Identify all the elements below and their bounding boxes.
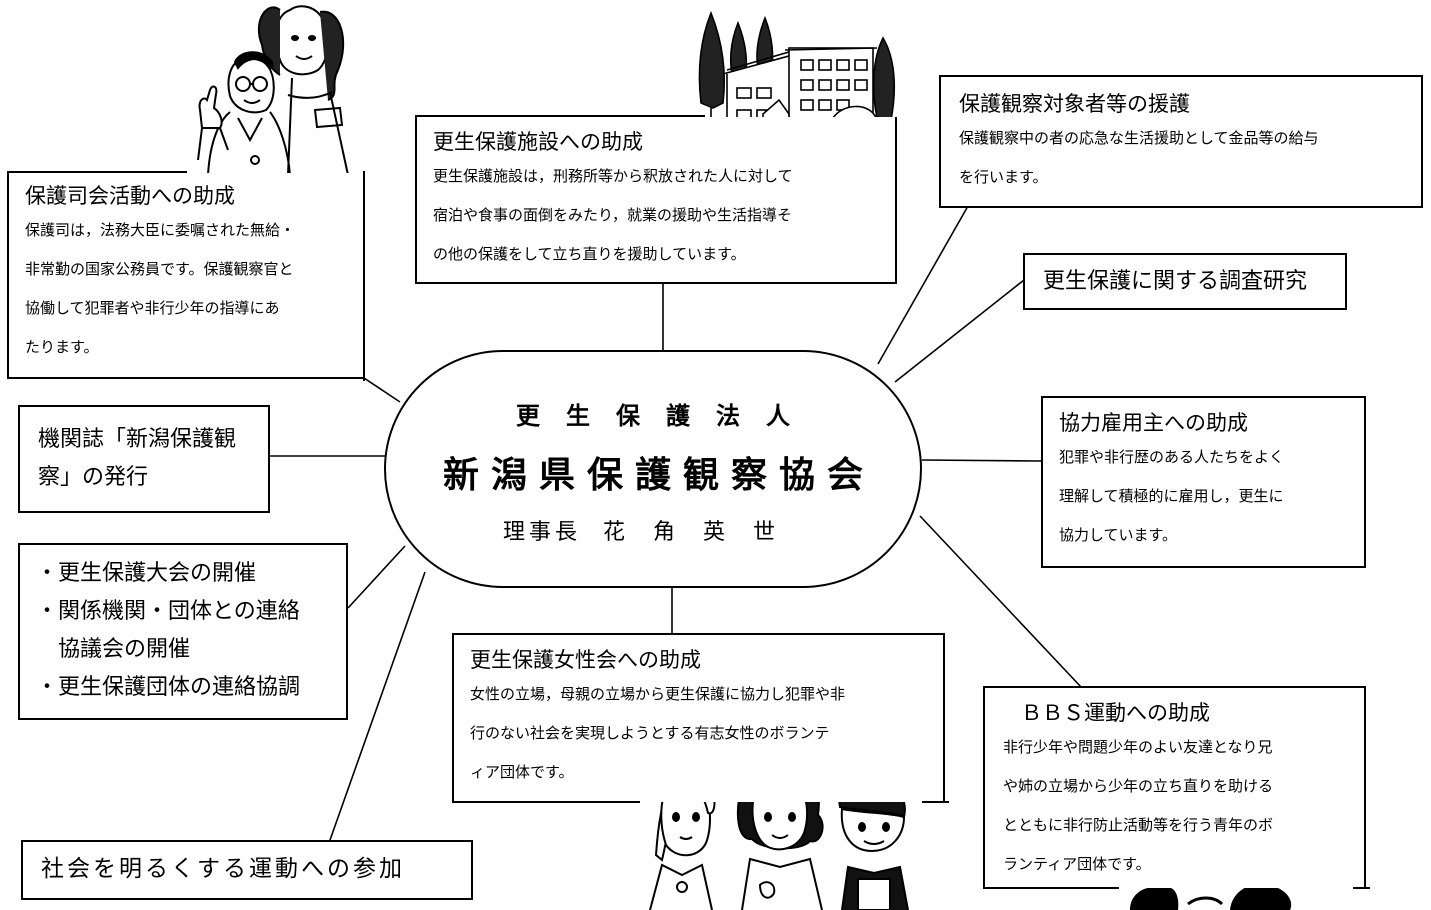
hogoshi-support-box: 保護司会活動への助成 保護司は，法務大臣に委嘱された無給・ 非常勤の国家公務員で…	[7, 171, 365, 381]
research-box: 更生保護に関する調査研究	[1023, 253, 1347, 310]
connector-taikai	[347, 545, 406, 609]
employer-support-box: 協力雇用主への助成 犯罪や非行歴のある人たちをよく 理解して積極的に雇用し，更生…	[1041, 396, 1366, 568]
connector-hogoshi	[363, 377, 401, 403]
hogoshi-title: 保護司会活動への助成	[25, 184, 235, 208]
hogoshi-desc-line-2: 非常勤の国家公務員です。保護観察官と	[25, 260, 294, 278]
bbs-box-border	[983, 887, 1370, 889]
bbs-support-box: ＢＢＳ運動への助成 非行少年や問題少年のよい友達となり兄 や姉の立場から少年の立…	[983, 686, 1370, 889]
research-title: 更生保護に関する調査研究	[1043, 269, 1308, 294]
bbs-desc-line-4: ランティア団体です。	[1003, 855, 1151, 873]
connector-koyo	[921, 459, 1043, 462]
facility-desc-line-2: 宿泊や食事の面倒をみたり，就業の援助や生活指導そ	[433, 206, 792, 224]
bulletin-line-2: 察」の発行	[38, 465, 149, 490]
probationer-aid-box: 保護観察対象者等の援護 保護観察中の者の応急な生活援助として金品等の給与 を行い…	[939, 75, 1423, 208]
convention-item-4: ・更生保護団体の連絡協調	[36, 675, 301, 700]
connector-bbs	[919, 515, 1083, 689]
people-pointing-illustration	[197, 5, 349, 176]
womens-desc-line-1: 女性の立場，母親の立場から更生保護に協力し犯罪や非	[470, 685, 846, 703]
campaign-title: 社会を明るくする運動への参加	[41, 856, 405, 882]
convention-coordination-box: ・更生保護大会の開催 ・関係機関・団体との連絡 協議会の開催 ・更生保護団体の連…	[18, 543, 348, 720]
womens-desc-line-3: ィア団体です。	[470, 763, 574, 781]
hogoshi-desc-line-3: 協働して犯罪者や非行少年の指導にあ	[25, 299, 280, 317]
hogoshi-box-border	[7, 171, 365, 381]
bulletin-box: 機関誌「新潟保護観 察」の発行	[18, 405, 270, 513]
chair-title: 理事長	[502, 520, 581, 545]
rehab-facility-support-box: 更生保護施設への助成 更生保護施設は，刑務所等から釈放された人に対して 宿泊や食…	[415, 115, 897, 284]
connector-chosa	[894, 279, 1025, 383]
womens-box-border	[452, 801, 949, 803]
org-name: 新潟県保護観察協会	[442, 455, 875, 496]
womens-desc-line-2: 行のない社会を実現しようとする有志女性のボランテ	[470, 724, 830, 742]
convention-item-1: ・更生保護大会の開催	[36, 561, 257, 586]
probationer-aid-title: 保護観察対象者等の援護	[959, 92, 1190, 116]
employer-desc-line-3: 協力しています。	[1059, 526, 1178, 544]
bbs-desc-line-3: とともに非行防止活動等を行う青年のボ	[1003, 816, 1274, 834]
employer-desc-line-2: 理解して積極的に雇用し，更生に	[1059, 487, 1284, 505]
convention-item-3: 協議会の開催	[36, 637, 191, 662]
probationer-aid-desc-line-1: 保護観察中の者の応急な生活援助として金品等の給与	[959, 129, 1319, 147]
facility-box-border	[415, 115, 705, 117]
womens-association-box: 更生保護女性会への助成 女性の立場，母親の立場から更生保護に協力し犯罪や非 行の…	[452, 633, 949, 803]
youth-illustration	[1130, 884, 1292, 910]
facility-desc-line-3: の他の保護をして立ち直りを援助しています。	[433, 245, 746, 263]
convention-list: ・更生保護大会の開催 ・関係機関・団体との連絡 協議会の開催 ・更生保護団体の連…	[36, 555, 346, 707]
probationer-aid-desc-line-2: を行います。	[959, 168, 1048, 186]
chairperson: 理事長花角英世	[386, 514, 920, 546]
facility-desc-line-1: 更生保護施設は，刑務所等から釈放された人に対して	[433, 167, 793, 185]
convention-item-2: ・関係機関・団体との連絡	[36, 599, 300, 624]
org-type: 更生保護法人	[516, 402, 816, 430]
central-organization-node: 更生保護法人 新潟県保護観察協会 理事長花角英世	[384, 350, 922, 588]
bbs-desc-line-2: や姉の立場から少年の立ち直りを助ける	[1003, 777, 1274, 795]
bulletin-line-1: 機関誌「新潟保護観	[38, 427, 237, 452]
employer-desc-line-1: 犯罪や非行歴のある人たちをよく	[1059, 448, 1285, 466]
facility-title: 更生保護施設への助成	[433, 130, 643, 154]
connector-engo	[877, 205, 969, 365]
hogoshi-desc-line-1: 保護司は，法務大臣に委嘱された無給・	[25, 221, 296, 239]
bbs-title: ＢＢＳ運動への助成	[1021, 701, 1210, 725]
hogoshi-desc-line-4: たります。	[25, 338, 99, 356]
bright-society-campaign-box: 社会を明るくする運動への参加	[21, 840, 473, 900]
employer-title: 協力雇用主への助成	[1059, 411, 1248, 435]
chair-name: 花角英世	[603, 520, 804, 545]
bbs-desc-line-1: 非行少年や問題少年のよい友達となり兄	[1003, 738, 1273, 756]
connector-shakai	[329, 571, 426, 841]
womens-title: 更生保護女性会への助成	[470, 648, 701, 672]
